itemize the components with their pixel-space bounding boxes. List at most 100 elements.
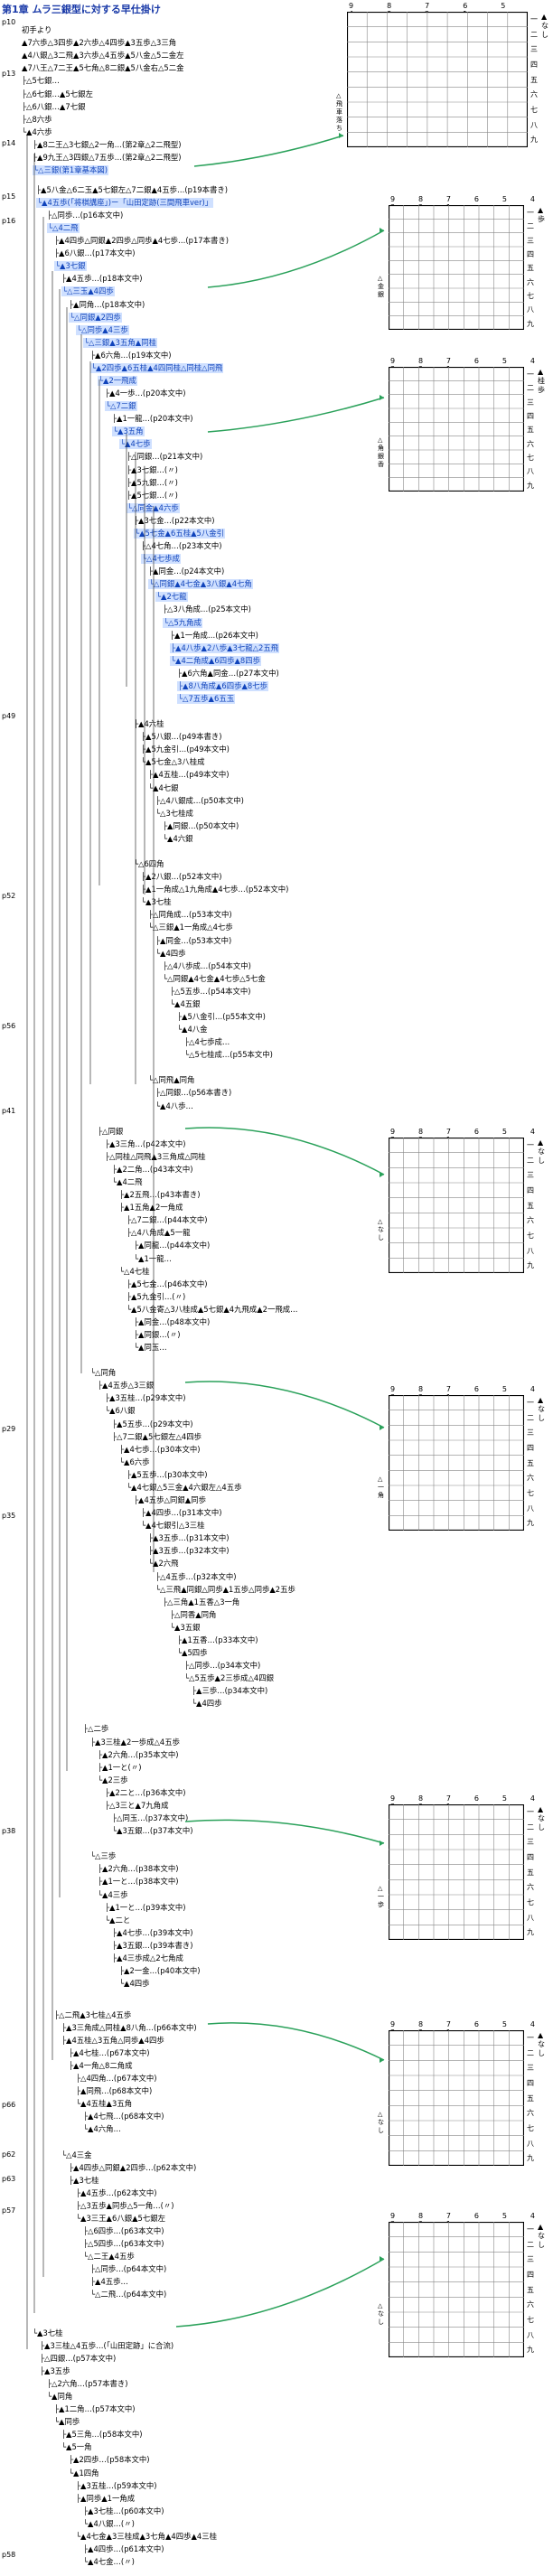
move-line: ├▲2八銀…(p52本文中) xyxy=(141,872,222,882)
move-line: ├△5五歩…(p54本文中) xyxy=(170,986,251,996)
move-line: └△4三金 xyxy=(61,2150,92,2159)
move-line: └▲3七桂 xyxy=(141,897,172,907)
move-line: 初手より xyxy=(22,25,52,35)
move-line: ├▲6六角▲同金…(p27本文中) xyxy=(177,668,279,678)
move-line: ├▲同銀…(〃) xyxy=(134,1330,181,1339)
board-rank-labels: 一二三四五六七八九 xyxy=(530,15,538,145)
move-line: └▲6六歩 xyxy=(119,1457,150,1466)
move-line: ├▲1一角成△1九角成▲4七歩…(p52本文中) xyxy=(141,885,289,895)
gote-hand: △一角 xyxy=(378,1475,384,1499)
move-line: ├▲5九金引…(p49本文中) xyxy=(141,745,230,754)
move-line: └▲4七銀引△3三桂 xyxy=(141,1521,205,1531)
move-line: ├△二歩 xyxy=(83,1724,109,1734)
link-arrow xyxy=(207,397,385,433)
move-line: ├▲同金…(p24本文中) xyxy=(148,567,225,576)
page-ref: p38 xyxy=(2,1827,16,1835)
move-line: ├▲4五歩△同銀▲同歩 xyxy=(134,1495,206,1505)
move-line: ├△3八角成…(p25本文中) xyxy=(163,604,251,614)
move-line: └△二飛…(p64本文中) xyxy=(90,2290,167,2300)
move-line: ├△2六角…(p57本書き) xyxy=(47,2378,128,2388)
move-line: ├▲4四歩△同銀▲2四歩△同歩▲4七歩…(p17本書き) xyxy=(54,236,229,246)
move-line: └▲1一龍… xyxy=(134,1253,172,1263)
move-line: └△4七桂 xyxy=(119,1266,150,1276)
board-frame xyxy=(389,2222,524,2357)
board-rank-labels: 一二三四五六七八九 xyxy=(527,2034,534,2163)
move-line: └△三銀(第1章基本図) xyxy=(33,165,108,176)
move-line: └▲1四角 xyxy=(69,2468,99,2478)
move-line: └▲6八銀 xyxy=(105,1406,136,1416)
move-line: ├▲3七桂…(p60本文中) xyxy=(83,2506,164,2515)
move-line: ├△三角▲1五香△3一角 xyxy=(163,1597,240,1606)
move-line: └▲4五歩(「将棋講座」)ー「山田定跡(三間飛車ver)」 xyxy=(36,197,214,208)
move-line: ├▲9九王△3四銀△7五歩…(第2章△2二飛型) xyxy=(33,152,182,162)
arrow-head xyxy=(380,2057,384,2063)
gote-hand: △なし xyxy=(378,1218,384,1241)
move-line: └▲4二飛 xyxy=(112,1177,143,1187)
board-rank-labels: 一二三四五六七八九 xyxy=(527,1141,534,1270)
move-line: ├▲1一と(〃) xyxy=(98,1762,142,1772)
move-line: └▲4六角… xyxy=(83,2124,121,2134)
link-arrow xyxy=(175,2258,385,2328)
move-line: ├▲5七銀…(〃) xyxy=(127,490,178,500)
board-rank-labels: 一二三四五六七八九 xyxy=(527,2225,534,2355)
move-line: ├▲3七銀…(〃) xyxy=(127,464,178,474)
move-line: ├▲3七桂 xyxy=(69,2175,99,2185)
move-line: └▲5八金寄△3八桂成▲5七銀▲4九飛成▲2一飛成… xyxy=(127,1304,298,1314)
page-ref: p49 xyxy=(2,712,16,720)
move-line: ├△二飛▲3七桂△4五歩 xyxy=(54,2009,132,2019)
move-line: └△3七桂成 xyxy=(155,808,193,818)
move-line: ├▲5八金△6二玉▲5七銀左△7二銀▲4五歩…(p19本書き) xyxy=(36,184,229,194)
page-ref: p10 xyxy=(2,18,16,26)
move-line: ├△4四角…(p67本文中) xyxy=(76,2074,157,2084)
move-line: ├▲三歩…(p34本文中) xyxy=(192,1686,268,1696)
sente-hand: ▲なし xyxy=(538,1805,545,1831)
move-line: └△5五歩▲2三歩成△4四銀 xyxy=(184,1673,274,1683)
move-line: ├▲5八金引…(p55本文中) xyxy=(177,1012,266,1021)
move-line: ├▲2六角…(p38本文中) xyxy=(98,1864,179,1874)
sente-hand: ▲桂歩 xyxy=(538,368,545,394)
move-line: ▲4八銀△3二飛▲3六歩△4五歩▲5八金△5二金左 xyxy=(22,51,184,61)
move-line: ├▲5七金…(p46本文中) xyxy=(127,1279,208,1288)
board-frame xyxy=(347,12,528,147)
move-line: ├▲4八歩▲2八歩▲3七龍△2五飛 xyxy=(170,642,280,653)
move-line: └▲4七銀 xyxy=(148,782,179,792)
move-line: ├△同歩…(p64本文中) xyxy=(90,2264,167,2274)
link-arrow xyxy=(184,1819,385,1844)
move-line: ├△同桂△同飛▲3三角成△同桂 xyxy=(105,1151,206,1161)
move-line: ├△四銀…(p57本文中) xyxy=(40,2353,117,2363)
move-line: ├△同香▲同角 xyxy=(170,1609,217,1619)
move-line: └△三銀▲1一角成△4七歩 xyxy=(148,923,233,932)
sente-hand: ▲歩 xyxy=(538,206,545,223)
page-ref: p13 xyxy=(2,70,16,78)
move-line: └▲4四歩 xyxy=(119,1979,150,1989)
move-line: ├▲4四歩…(p31本文中) xyxy=(141,1508,222,1518)
move-line: └▲2六飛 xyxy=(148,1559,179,1569)
link-arrow xyxy=(193,135,344,167)
move-line: ├△同玉…(p37本文中) xyxy=(112,1813,189,1823)
move-line: ├△4八銀成…(p50本文中) xyxy=(155,795,244,805)
move-line: ├▲6六角…(p19本文中) xyxy=(90,350,172,360)
move-line: ├▲2六角…(p35本文中) xyxy=(98,1749,179,1759)
move-line: ├▲8八角成▲6四歩▲8七歩 xyxy=(177,680,268,691)
sente-hand: ▲なし xyxy=(541,13,548,39)
arrow-head xyxy=(339,133,343,138)
move-line: └△三飛▲同銀△同歩▲1五歩△同歩▲2五歩 xyxy=(155,1584,295,1594)
move-line: └△三玉▲4四歩 xyxy=(61,286,115,297)
move-line: └▲4五桂▲3五角 xyxy=(76,2099,133,2109)
move-line: └▲二と xyxy=(105,1915,131,1925)
move-line: ├△同歩…(p34本文中) xyxy=(184,1661,261,1671)
move-line: ├△6八銀…▲7七銀 xyxy=(22,101,86,111)
move-line: ├▲1一角成…(p26本文中) xyxy=(170,630,258,640)
board-grid xyxy=(389,1138,524,1273)
move-line: ├▲1一と…(p38本文中) xyxy=(98,1877,179,1887)
move-line: ├▲4五歩…(p62本文中) xyxy=(76,2187,157,2197)
shogi-board: 9 8 7 6 5 4 3 2 1一二三四五六七八九▲なし△なし xyxy=(378,1128,549,1276)
move-line: └▲4八歩… xyxy=(155,1101,193,1110)
move-line: ├▲5五歩…(p30本文中) xyxy=(127,1469,208,1479)
move-line: ├▲4七歩…(p30本文中) xyxy=(119,1444,201,1454)
move-line: └▲2一飛成 xyxy=(98,376,137,386)
move-line: └▲3七桂 xyxy=(33,2328,63,2337)
move-line: └▲4四歩 xyxy=(192,1699,222,1709)
move-line: ├▲3五歩 xyxy=(40,2365,70,2375)
